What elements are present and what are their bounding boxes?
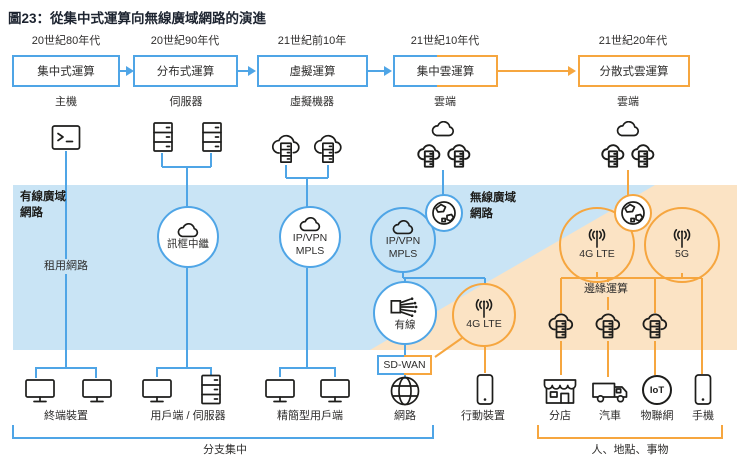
device-branch-label: 分店 [549, 410, 571, 422]
cloud-server-icon [629, 143, 657, 169]
cloud-icon [616, 121, 640, 137]
monitor-icon [319, 378, 351, 404]
device-phone-label: 手機 [692, 410, 714, 422]
era-period-2000s: 21世紀前10年 [277, 35, 347, 47]
ip-vpn-mpls-label: IP/VPN MPLS [385, 235, 421, 260]
wired-wan-label: 有線廣域 網路 [20, 191, 66, 219]
device-thin-client-label: 精簡型用戶端 [277, 410, 343, 422]
era-box-label: 分布式運算 [156, 66, 215, 78]
terminal-icon [51, 124, 81, 151]
smartphone-icon [475, 373, 495, 406]
cloud-icon [431, 121, 455, 137]
era-period-2010s: 21世紀10年代 [410, 35, 480, 47]
era-box-distributed-cloud: 分散式雲運算 [578, 55, 690, 87]
people-places-things-label: 人、地點、事物 [591, 444, 669, 456]
cloud-server-icon [268, 133, 304, 165]
cloud-server-icon [599, 143, 627, 169]
monitor-icon [141, 378, 173, 404]
ip-vpn-mpls-node: IP/VPN MPLS [279, 206, 341, 268]
server-icon [200, 121, 224, 153]
sd-wan-box: SD-WAN [377, 355, 432, 375]
device-network-label: 網路 [394, 410, 416, 422]
cloud-server-icon [546, 312, 576, 340]
storefront-icon [541, 374, 579, 405]
platform-cloud-1: 雲端 [434, 96, 456, 108]
frame-relay-node: 訊框中繼 [157, 206, 219, 268]
lte-label: 4G LTE [466, 318, 502, 331]
platform-server: 伺服器 [169, 96, 203, 108]
cloud-icon [392, 220, 414, 235]
network-globe-icon [388, 374, 422, 408]
era-box-centralized-computing: 集中式運算 [12, 55, 120, 87]
internet-globe-node-2 [614, 194, 652, 232]
server-icon [151, 121, 175, 153]
era-box-label: 集中雲運算 [416, 66, 475, 78]
antenna-icon [670, 229, 694, 248]
monitor-icon [24, 378, 56, 404]
five-g-label: 5G [674, 248, 689, 261]
sd-wan-label: SD-WAN [383, 359, 426, 371]
cloud-server-icon [445, 143, 473, 169]
cloud-server-icon [310, 133, 346, 165]
antenna-icon [585, 229, 609, 248]
frame-relay-label: 訊框中繼 [167, 238, 209, 251]
cloud-server-icon [640, 312, 670, 340]
cloud-icon [299, 217, 321, 232]
era-box-centralized-cloud: 集中雲運算 [393, 55, 498, 87]
device-mobile-label: 行動裝置 [461, 410, 505, 422]
era-box-label: 集中式運算 [37, 66, 95, 78]
iot-icon: IoT [642, 375, 672, 405]
era-box-label: 虛擬運算 [289, 66, 336, 78]
device-terminal-label: 終端裝置 [44, 410, 88, 422]
lte-label: 4G LTE [579, 248, 615, 261]
era-period-1990s: 20世紀90年代 [150, 35, 220, 47]
platform-vm: 虛擬機器 [290, 96, 334, 108]
truck-icon [591, 377, 629, 404]
device-car-label: 汽車 [599, 410, 621, 422]
era-period-1980s: 20世紀80年代 [31, 35, 101, 47]
era-box-label: 分散式雲運算 [599, 66, 669, 78]
era-period-2020s: 21世紀20年代 [598, 35, 668, 47]
monitor-icon [81, 378, 113, 404]
edge-computing-label: 邊緣運算 [578, 282, 634, 298]
cloud-icon [177, 223, 199, 238]
era-box-virtual-computing: 虛擬運算 [257, 55, 368, 87]
server-icon [199, 374, 223, 405]
era-box-distributed-computing: 分布式運算 [133, 55, 238, 87]
platform-cloud-2: 雲端 [617, 96, 639, 108]
globe-icon [620, 200, 646, 226]
device-client-server-label: 用戶端 / 伺服器 [150, 410, 226, 422]
leased-line-label: 租用網路 [38, 259, 94, 275]
wired-access-node: 有線 [373, 281, 437, 345]
iot-icon-text: IoT [649, 384, 665, 396]
device-iot-label: 物聯網 [640, 410, 674, 422]
ip-vpn-mpls-label: IP/VPN MPLS [292, 232, 328, 257]
monitor-icon [264, 378, 296, 404]
branch-aggregation-label: 分支集中 [203, 444, 247, 456]
cloud-server-icon [415, 143, 443, 169]
router-cables-icon [389, 297, 418, 318]
lte-node-2: 4G LTE [559, 207, 635, 283]
internet-globe-node [425, 194, 463, 232]
figure-title: 圖23：從集中式運算向無線廣域網路的演進 [8, 11, 267, 26]
antenna-icon [472, 299, 496, 318]
wireless-wan-label: 無線廣域 網路 [470, 192, 516, 220]
cloud-server-icon [593, 312, 623, 340]
globe-icon [431, 200, 457, 226]
platform-mainframe: 主機 [55, 96, 77, 108]
wired-label: 有線 [394, 319, 416, 332]
smartphone-icon [693, 373, 713, 406]
lte-node: 4G LTE [452, 283, 516, 347]
five-g-node: 5G [644, 207, 720, 283]
